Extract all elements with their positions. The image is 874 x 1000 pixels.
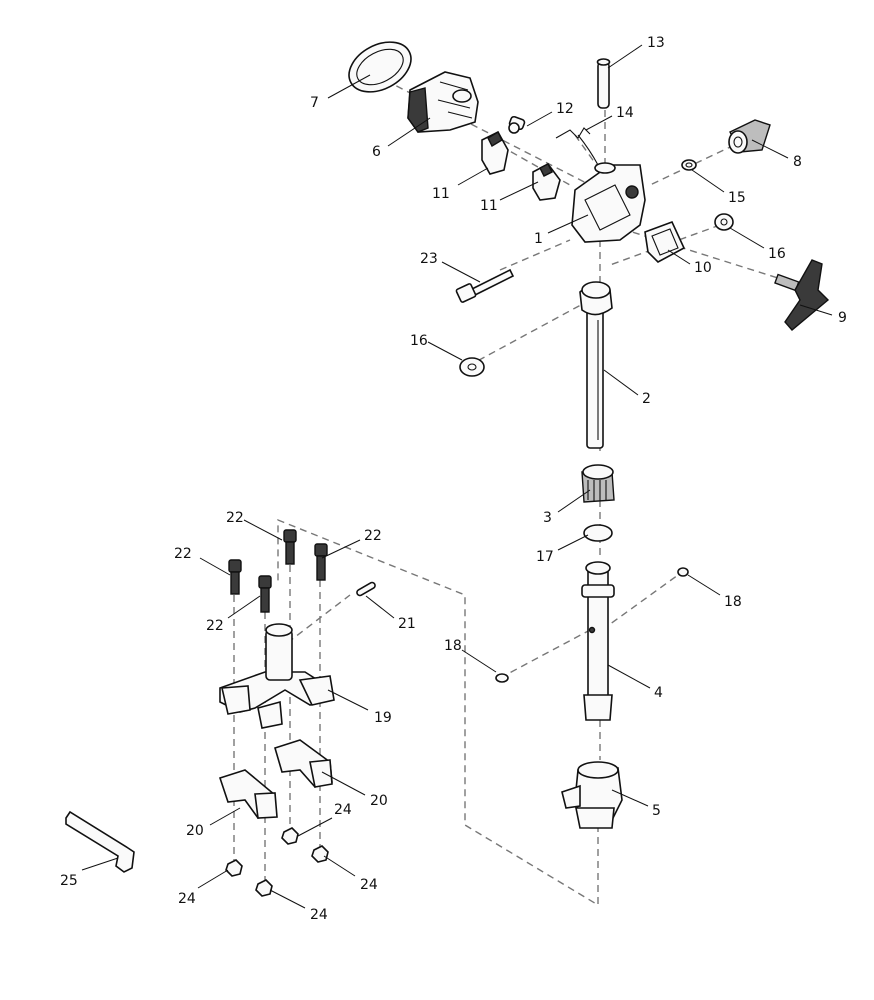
label-17: 17	[536, 549, 554, 565]
part-19-top-clamp	[219, 623, 335, 729]
label-22-lower: 22	[206, 618, 224, 634]
label-23: 23	[420, 251, 438, 267]
label-12: 12	[556, 101, 574, 117]
part-8-knob	[728, 119, 771, 154]
label-18-left: 18	[444, 638, 462, 654]
part-16-washer-upper	[714, 213, 734, 231]
part-3-collar	[581, 464, 615, 503]
label-25: 25	[60, 873, 78, 889]
part-20-half-clamp-left	[218, 769, 278, 819]
label-10: 10	[694, 260, 712, 276]
label-13: 13	[647, 35, 665, 51]
label-14: 14	[616, 105, 634, 121]
part-11-pad-upper	[481, 130, 509, 175]
label-15: 15	[728, 190, 746, 206]
label-2: 2	[642, 391, 651, 407]
label-3: 3	[543, 510, 552, 526]
part-5-base-clamp	[561, 761, 623, 829]
label-11-lower: 11	[480, 198, 498, 214]
part-18-screw-left	[495, 673, 509, 683]
part-24-nut-d	[255, 879, 273, 897]
label-24-bottom: 24	[310, 907, 328, 923]
label-5: 5	[652, 803, 661, 819]
part-21-pin	[356, 581, 376, 597]
label-7: 7	[310, 95, 319, 111]
part-13-rod	[596, 58, 611, 109]
part-22-bolt-c	[283, 529, 297, 565]
part-24-nut-c	[225, 859, 243, 877]
part-9-wing-screw	[774, 259, 830, 331]
part-18-screw-right	[677, 567, 689, 577]
part-2-shaft	[579, 281, 613, 449]
label-18-right: 18	[724, 594, 742, 610]
part-10-pad	[644, 220, 686, 263]
part-11-pad-lower	[532, 162, 561, 201]
label-22-top-right: 22	[364, 528, 382, 544]
part-1-head-block	[571, 162, 646, 243]
label-22-top-left: 22	[226, 510, 244, 526]
callout-labels: 7 6 13 12 14 11 11 1 8 15 16 10 9 23 16 …	[60, 35, 847, 923]
part-20-half-clamp-right	[274, 739, 333, 788]
label-21: 21	[398, 616, 416, 632]
label-11-upper: 11	[432, 186, 450, 202]
part-23-bolt	[455, 268, 515, 303]
label-16-upper: 16	[768, 246, 786, 262]
part-22-bolt-b	[258, 575, 272, 613]
part-17-ring	[583, 524, 613, 542]
label-24-upper: 24	[334, 802, 352, 818]
part-25-hex-key	[65, 810, 135, 873]
label-19: 19	[374, 710, 392, 726]
label-24-right: 24	[360, 877, 378, 893]
label-16-lower: 16	[410, 333, 428, 349]
part-12-pin	[508, 115, 526, 134]
part-24-nut-a	[281, 827, 299, 845]
label-1: 1	[534, 231, 543, 247]
label-6: 6	[372, 144, 381, 160]
part-22-bolt-a	[228, 559, 242, 595]
label-4: 4	[654, 685, 663, 701]
label-20-right: 20	[370, 793, 388, 809]
part-22-bolt-d	[314, 543, 328, 581]
label-20-left: 20	[186, 823, 204, 839]
part-15-washer	[681, 159, 697, 171]
label-8: 8	[793, 154, 802, 170]
part-16-washer-lower	[459, 357, 485, 377]
part-4-post	[581, 561, 615, 721]
part-6-clamp-housing	[407, 71, 479, 133]
part-24-nut-b	[311, 845, 329, 863]
label-24-left: 24	[178, 891, 196, 907]
label-9: 9	[838, 310, 847, 326]
part-7-lens	[348, 41, 412, 93]
leader-lines	[81, 44, 833, 909]
label-22-left: 22	[174, 546, 192, 562]
